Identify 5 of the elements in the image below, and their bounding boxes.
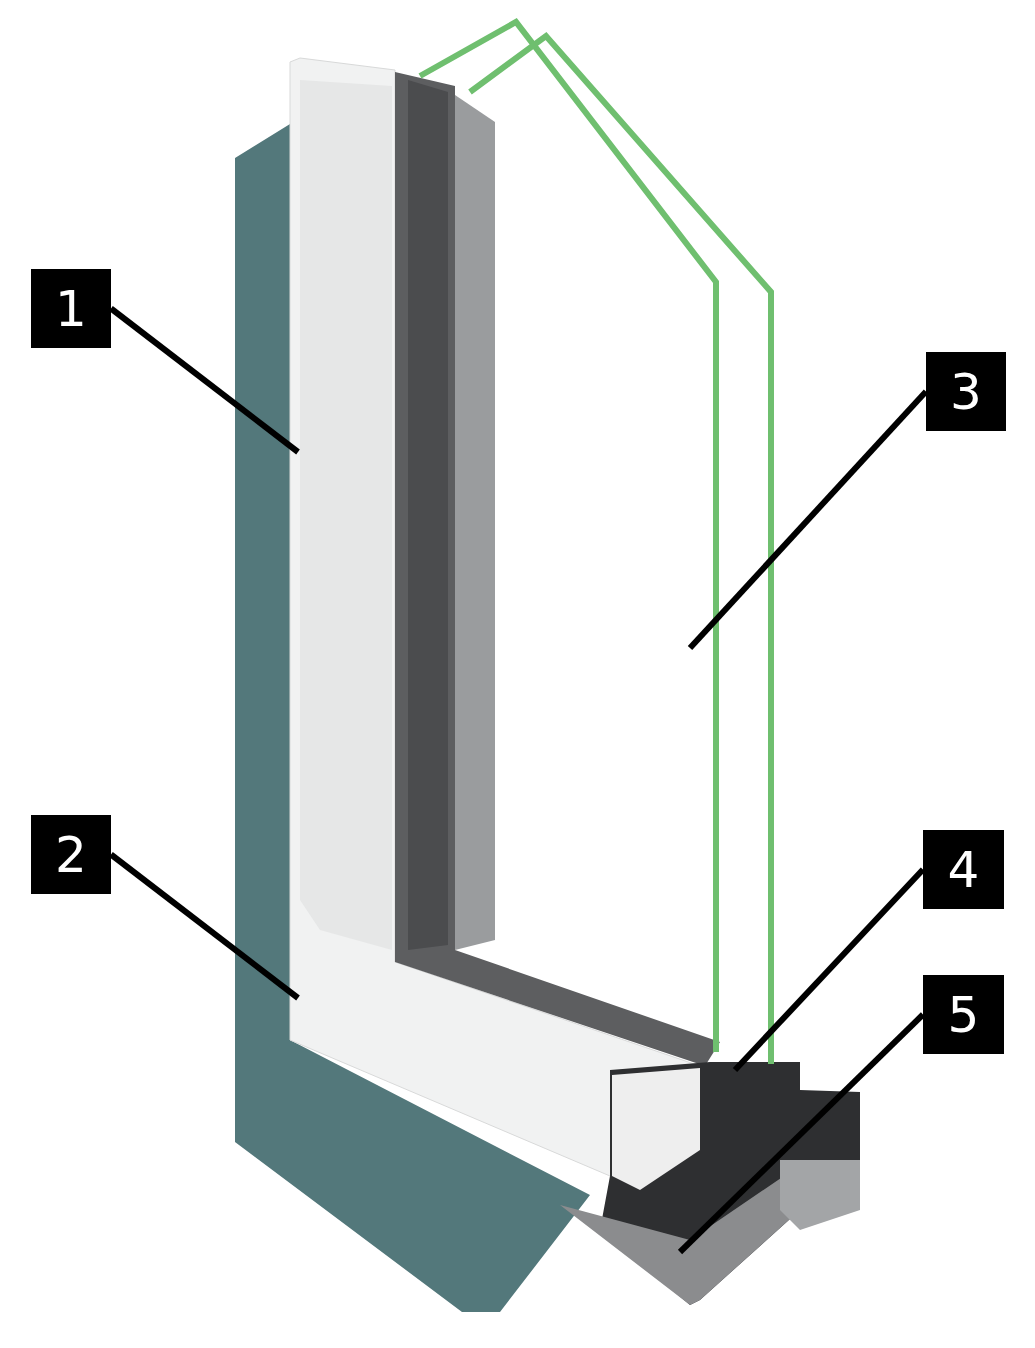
callout-number: 5 bbox=[923, 975, 1004, 1054]
callout-number: 1 bbox=[31, 269, 111, 348]
callout-number: 3 bbox=[926, 352, 1006, 431]
callout-number: 4 bbox=[923, 830, 1004, 909]
callout-number: 2 bbox=[31, 815, 111, 894]
